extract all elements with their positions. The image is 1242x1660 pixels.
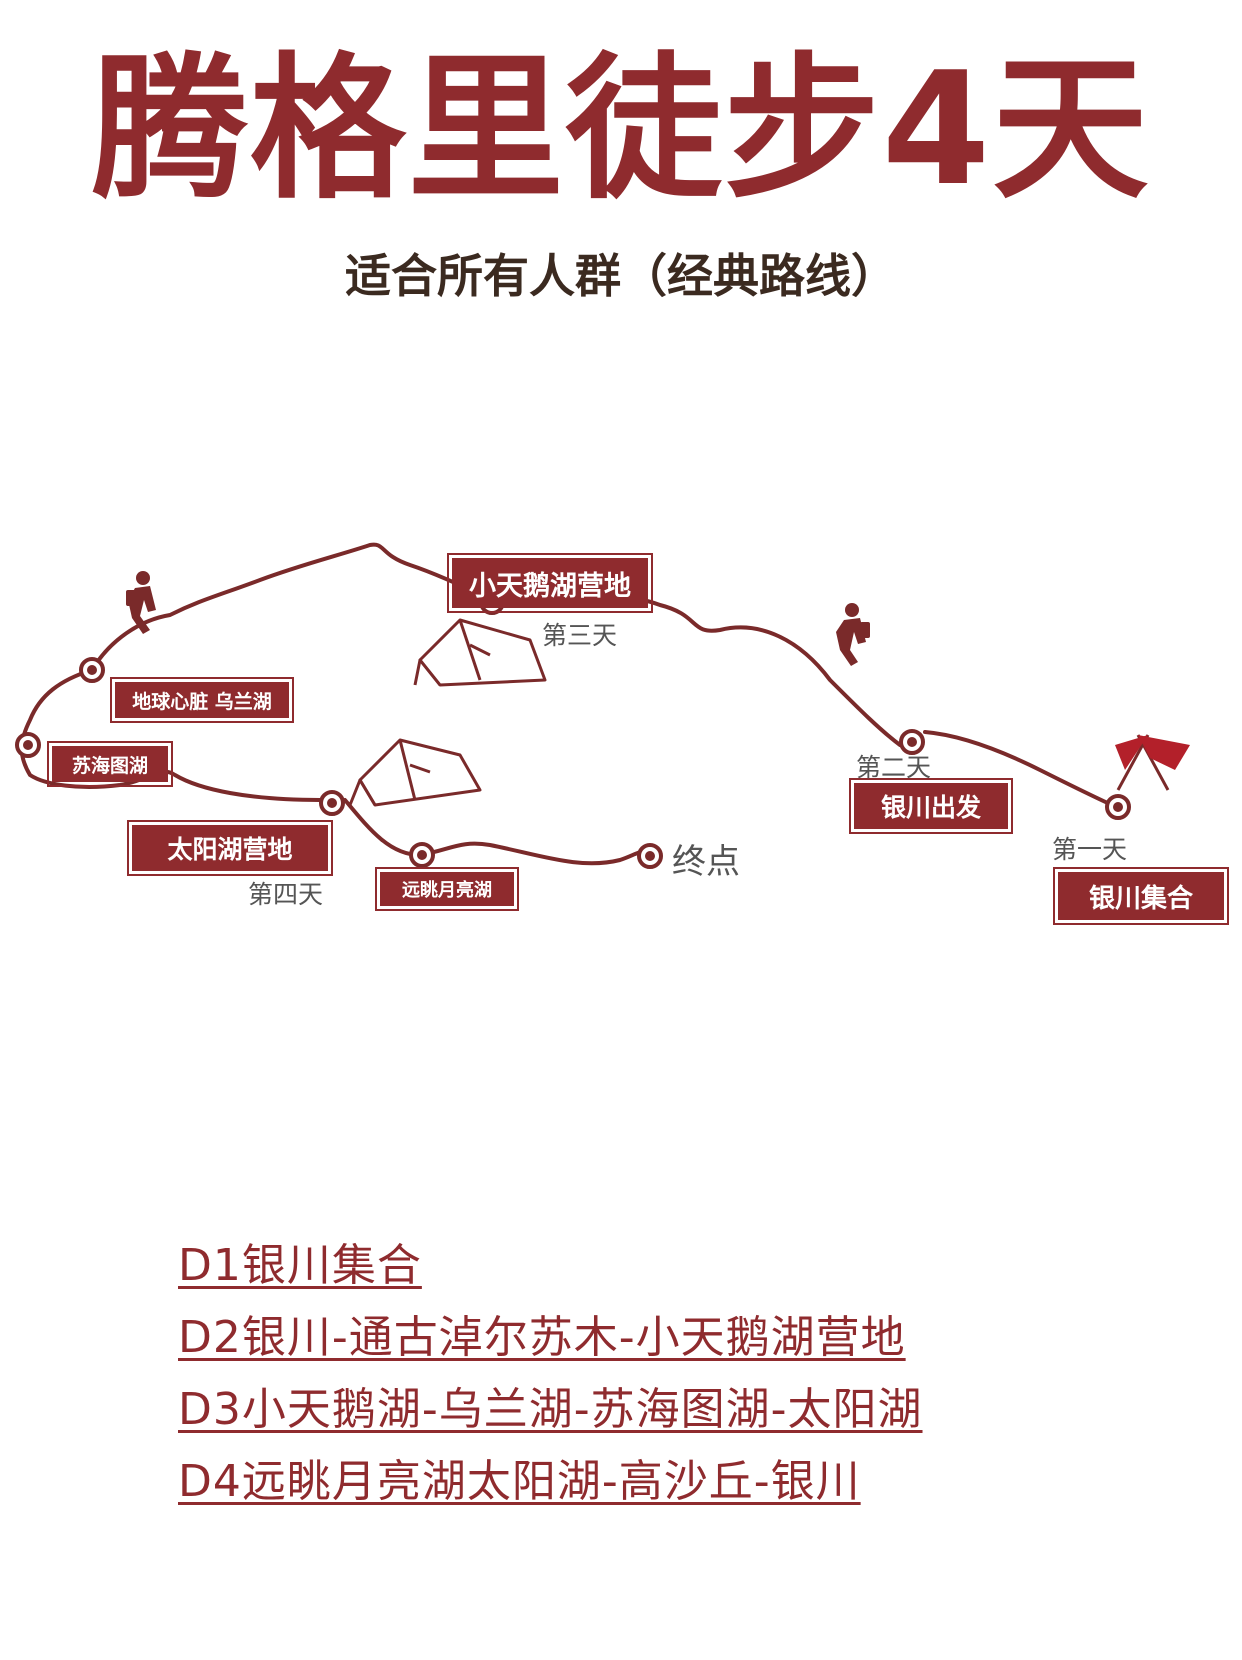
stop-label-suhaitu-lake: 苏海图湖 — [47, 741, 173, 787]
hiker-icon — [836, 603, 870, 666]
itinerary-day-3[interactable]: D3小天鹅湖-乌兰湖-苏海图湖-太阳湖 — [178, 1384, 923, 1435]
stop-label-moon-lake: 远眺月亮湖 — [375, 867, 519, 911]
stop-label-sun-lake-camp: 太阳湖营地 — [127, 820, 333, 876]
day-label-3: 第三天 — [542, 621, 618, 650]
hiker-icon — [126, 571, 156, 634]
itinerary-list: D1银川集合 D2银川-通古淖尔苏木-小天鹅湖营地 D3小天鹅湖-乌兰湖-苏海图… — [178, 1230, 923, 1518]
stop-label-ulan-lake: 地球心脏 乌兰湖 — [110, 677, 294, 723]
day-label-4: 第四天 — [248, 880, 324, 909]
itinerary-day-2[interactable]: D2银川-通古淖尔苏木-小天鹅湖营地 — [178, 1312, 906, 1363]
day-label-1: 第一天 — [1052, 835, 1128, 864]
day-label-2: 第二天 — [856, 753, 932, 782]
tent-icon — [348, 738, 482, 807]
stop-label-yinchuan-gather: 银川集合 — [1053, 867, 1229, 925]
page-title: 腾格里徒步4天 — [91, 38, 1151, 220]
route-path-upper — [90, 542, 494, 672]
route-path-east — [923, 730, 1114, 807]
itinerary-day-1[interactable]: D1银川集合 — [178, 1240, 422, 1291]
route-path-lower — [343, 798, 647, 866]
stop-label-yinchuan-depart: 银川出发 — [849, 778, 1013, 834]
stop-label-small-swan-lake: 小天鹅湖营地 — [447, 553, 653, 613]
route-path-west — [19, 668, 322, 802]
end-label: 终点 — [672, 842, 740, 882]
itinerary-day-4[interactable]: D4远眺月亮湖太阳湖-高沙丘-银川 — [178, 1456, 861, 1507]
tent-icon — [413, 618, 547, 687]
flag-icon — [1115, 734, 1190, 791]
page-subtitle: 适合所有人群（经典路线） — [345, 249, 897, 303]
route-map: 小天鹅湖营地 地球心脏 乌兰湖 苏海图湖 太阳湖营地 远眺月亮湖 银川出发 银川… — [0, 520, 1242, 1000]
